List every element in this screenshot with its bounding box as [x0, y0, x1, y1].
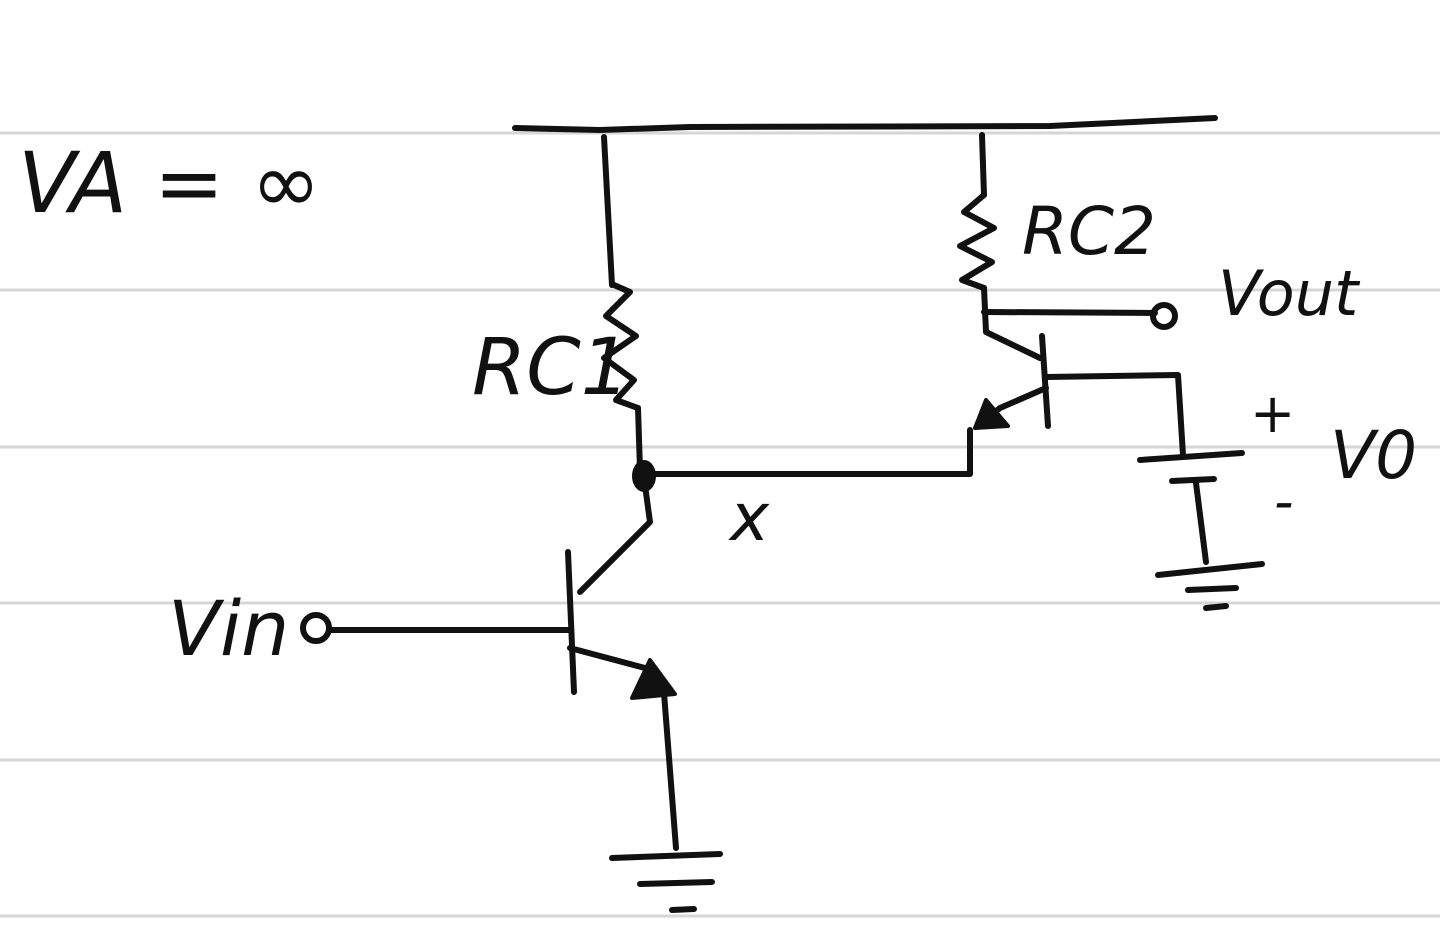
v0-label: V0 — [1330, 417, 1417, 494]
q1-base-bar — [565, 549, 577, 695]
q2-emitter-arrow — [973, 398, 1010, 430]
rc1-wire-bottom — [635, 405, 643, 473]
q2-base-wire — [1043, 372, 1186, 458]
rc1-resistor — [601, 282, 641, 411]
ruled-lines — [0, 131, 1440, 918]
rc1-wire-top — [601, 134, 615, 288]
q2-collector-lead — [981, 285, 1043, 361]
q2-base-bar — [1039, 333, 1051, 429]
ground-icon — [609, 851, 723, 913]
rc2-label: RC2 — [1022, 193, 1156, 270]
node-x-label: x — [728, 479, 770, 556]
q1-collector-lead — [577, 475, 653, 595]
supply-rail — [512, 115, 1218, 133]
battery-plus-label: + — [1250, 382, 1295, 445]
rc2-wire-top — [979, 132, 987, 198]
q1-emitter-arrow — [630, 658, 677, 700]
vout-terminal — [1150, 302, 1178, 330]
battery-icon — [1137, 450, 1245, 565]
node-x-wire — [649, 427, 973, 477]
ground-icon — [1155, 561, 1265, 611]
vin-terminal — [300, 612, 332, 644]
battery-minus-label: - — [1274, 470, 1294, 533]
vout-label: Vout — [1218, 257, 1361, 330]
vin-label: Vin — [168, 584, 289, 673]
q1-emitter-wire — [661, 690, 679, 851]
va-infinity-label: VA = ∞ — [18, 134, 321, 232]
rc2-resistor — [957, 192, 997, 291]
vout-wire — [981, 309, 1158, 316]
rc1-label: RC1 — [472, 323, 630, 413]
